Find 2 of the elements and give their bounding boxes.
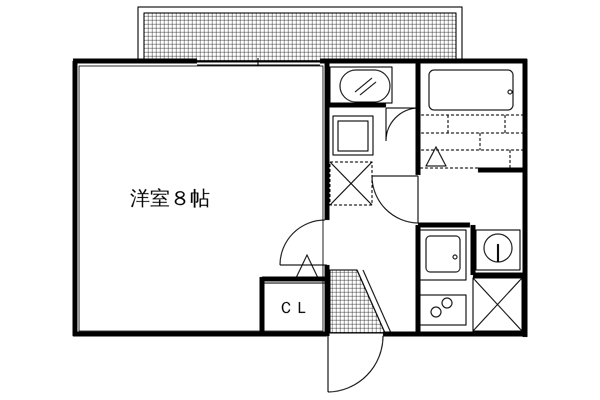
room-label: ＣＬ (278, 298, 310, 318)
room-label: 洋室８帖 (130, 184, 210, 212)
